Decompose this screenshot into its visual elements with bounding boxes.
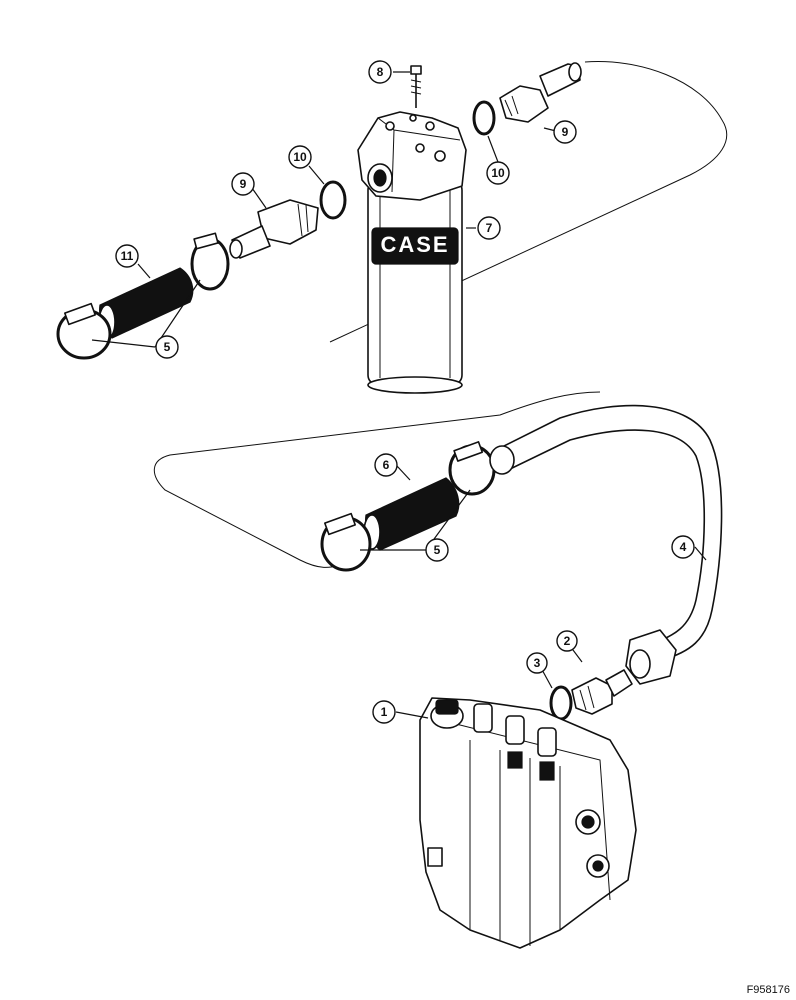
callout-10-right: 10: [486, 161, 510, 185]
callout-5-upper-label: 5: [164, 340, 171, 354]
callout-11-label: 11: [121, 249, 134, 263]
callout-10-left: 10: [288, 145, 312, 169]
o-ring-left: [319, 180, 347, 220]
callout-9-right: 9: [553, 120, 577, 144]
callout-4: 4: [671, 535, 695, 559]
left-fitting: [229, 180, 347, 259]
callout-7: 7: [477, 216, 501, 240]
left-hose-assembly: [56, 232, 230, 360]
lower-group-outline: [153, 391, 601, 568]
callout-9-right-label: 9: [562, 125, 569, 139]
callout-5-upper: 5: [155, 335, 179, 359]
case-logo: CASE: [371, 227, 459, 265]
valve-fitting: [549, 669, 633, 721]
callout-10-right-label: 10: [491, 166, 505, 180]
callout-3-label: 3: [534, 656, 541, 670]
filter-assembly: CASE: [357, 111, 467, 394]
figure-code: F958176: [746, 984, 790, 996]
middle-hose-assembly: [320, 441, 496, 572]
callout-2-label: 2: [564, 634, 571, 648]
upper-group-outline: [329, 61, 728, 343]
callout-6: 6: [374, 453, 398, 477]
callout-8: 8: [368, 60, 392, 84]
callout-7-label: 7: [486, 221, 493, 235]
callout-9-left-label: 9: [240, 177, 247, 191]
callout-10-left-label: 10: [293, 150, 307, 164]
callout-1: 1: [372, 700, 396, 724]
callout-5-lower: 5: [425, 538, 449, 562]
case-logo-text: CASE: [380, 232, 449, 257]
return-tube: [489, 404, 723, 685]
callout-1-label: 1: [381, 705, 388, 719]
callout-11: 11: [115, 244, 139, 268]
callout-3: 3: [526, 652, 548, 674]
filter-bolt: [410, 65, 422, 108]
upper-right-fitting: [472, 62, 582, 136]
o-ring-upper-right: [472, 100, 496, 136]
callout-9-left: 9: [231, 172, 255, 196]
callout-5-lower-label: 5: [434, 543, 441, 557]
callout-2: 2: [556, 630, 578, 652]
callout-4-label: 4: [680, 540, 687, 554]
o-ring-valve: [549, 685, 573, 721]
callout-8-label: 8: [377, 65, 384, 79]
filter-canister: [367, 179, 463, 386]
callout-6-label: 6: [383, 458, 390, 472]
control-valve: [419, 697, 637, 949]
